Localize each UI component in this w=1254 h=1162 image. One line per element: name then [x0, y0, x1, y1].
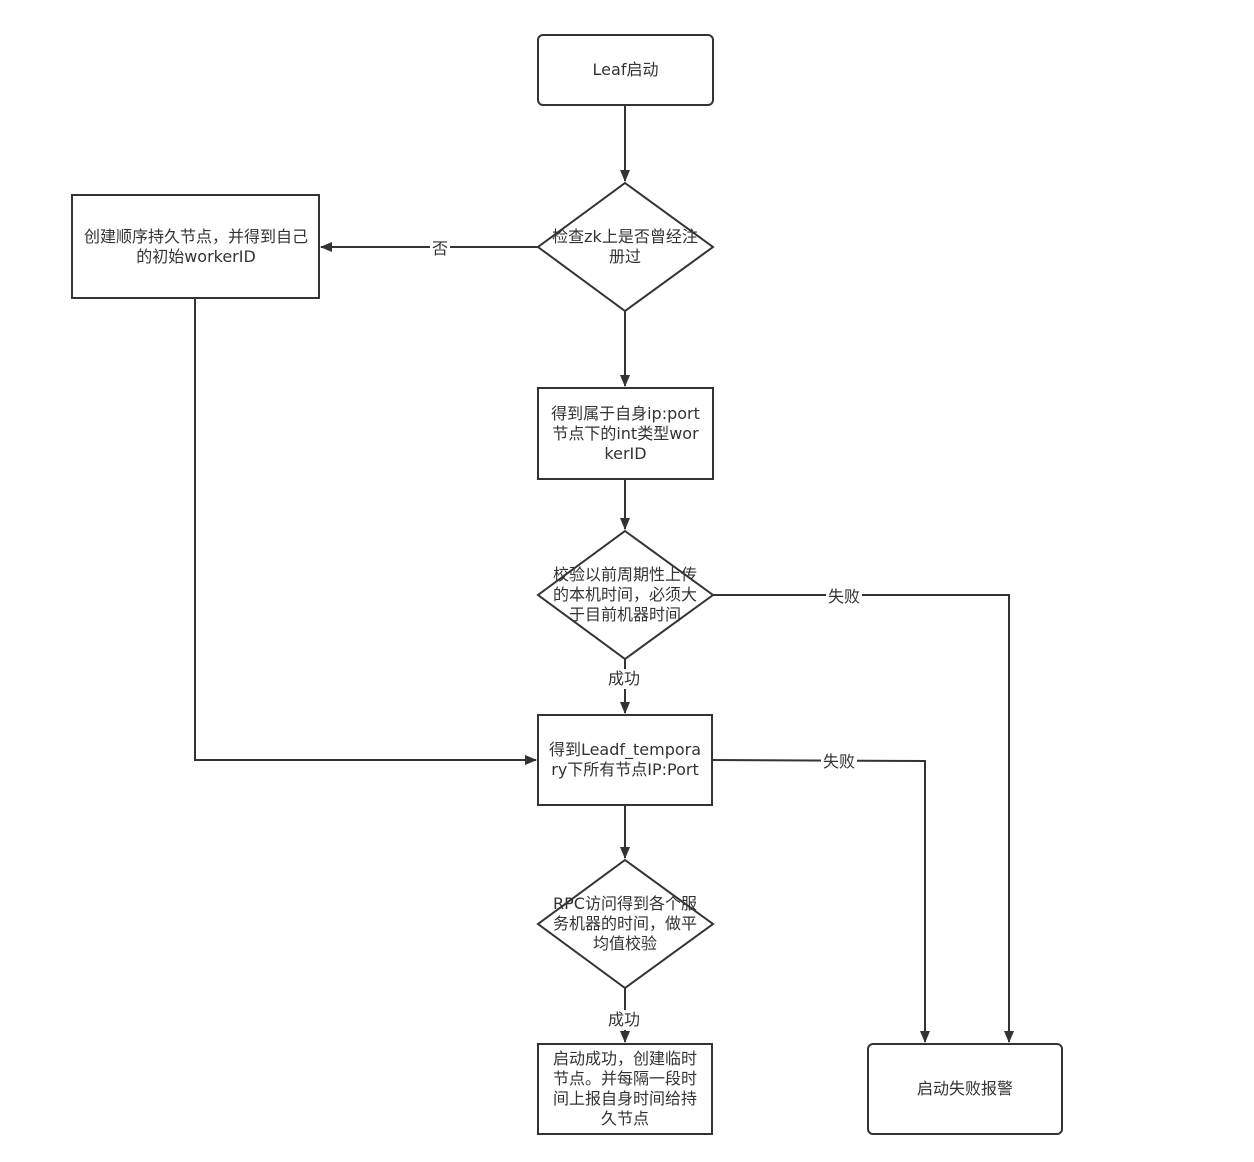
- verify-time-label: 校验以前周期性上传的本机时间，必须大于目前机器时间: [553, 565, 698, 624]
- get-temporary-box: [537, 714, 713, 806]
- start-fail-label: 启动失败报警: [916, 1079, 1013, 1098]
- start-fail-box: [867, 1043, 1063, 1135]
- edge-label-fail-verify: 失败: [826, 587, 863, 607]
- get-temporary-label: 得到Leadf_temporary下所有节点IP:Port: [548, 740, 702, 779]
- rpc-check-label: RPC访问得到各个服务机器的时间，做平均值校验: [553, 894, 698, 953]
- create-node-label: 创建顺序持久节点，并得到自己的初始workerID: [83, 226, 308, 266]
- start-success-box: [537, 1043, 713, 1135]
- arrow-temporary-to-fail: [711, 759, 930, 1043]
- check-zk-label: 检查zk上是否曾经注册过: [552, 227, 698, 266]
- start-label: Leaf启动: [592, 60, 659, 79]
- edge-label-fail-temporary: 失败: [821, 752, 858, 772]
- create-node-box: [71, 194, 320, 299]
- arrow-create-to-temporary: [194, 298, 537, 765]
- start-success-label: 启动成功，创建临时节点。并每隔一段时间上报自身时间给持久节点: [552, 1049, 697, 1128]
- get-worker-id-label: 得到属于自身ip:port节点下的int类型workerID: [551, 403, 700, 463]
- arrow-verify-to-fail: [713, 594, 1014, 1043]
- edge-label-success-rpc: 成功: [606, 1010, 643, 1030]
- edge-label-no: 否: [430, 239, 451, 259]
- edge-label-success-verify: 成功: [606, 669, 643, 689]
